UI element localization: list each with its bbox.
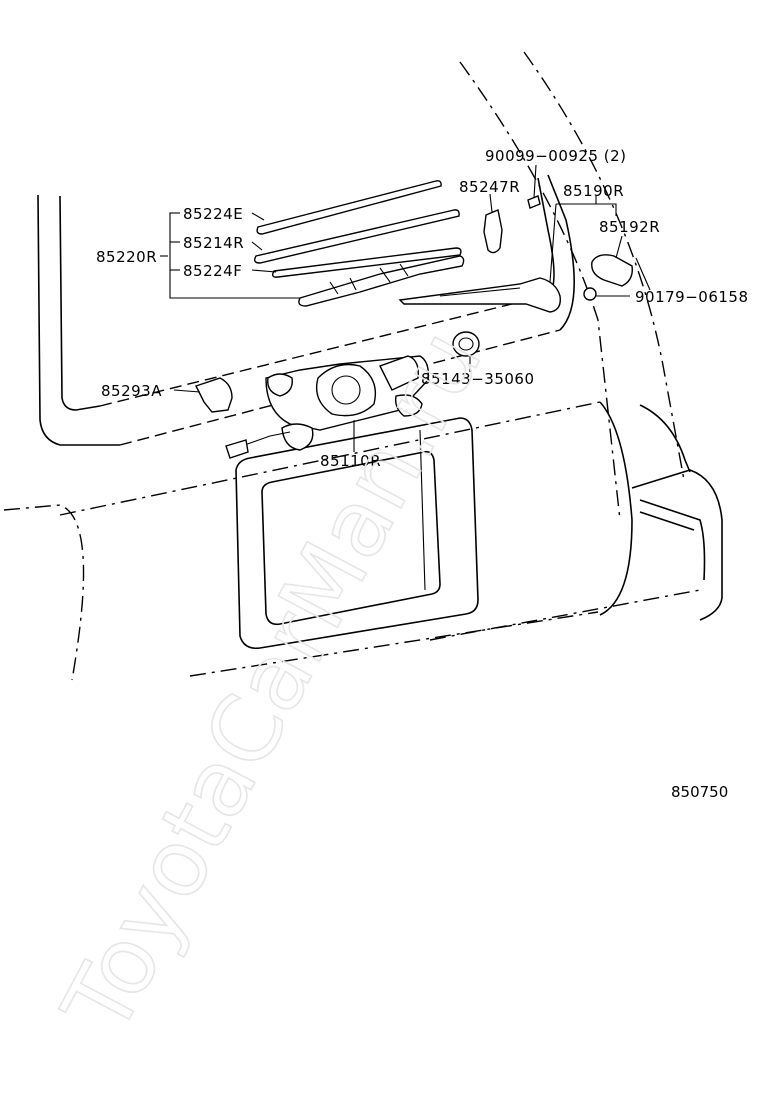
grommet-85143-inner <box>458 337 474 351</box>
leader-85190R-bar <box>556 203 617 216</box>
leader-85224F <box>251 269 277 273</box>
wiper-motor-mount-right <box>394 394 423 417</box>
label-85192R: 85192R <box>599 218 660 236</box>
wiper-motor-assembly <box>225 355 430 459</box>
leader-90099 <box>533 164 537 199</box>
diagram-reference-number: 850750 <box>671 783 728 801</box>
wiper-motor-connector <box>225 439 249 459</box>
wiper-motor-mount-lower <box>281 423 314 451</box>
wiper-rubber-lower <box>271 247 462 278</box>
wiper-frame-clips <box>329 263 409 295</box>
label-85190R: 85190R <box>563 182 624 200</box>
wiper-arm-body <box>398 277 561 313</box>
door-right-edge <box>599 401 633 616</box>
wiper-motor-gear <box>331 375 361 405</box>
label-85214R: 85214R <box>183 234 244 252</box>
rear-bumper-outline <box>631 469 723 621</box>
label-85224F: 85224F <box>183 262 242 280</box>
body-left-panel <box>3 504 85 681</box>
d-pillar-dashed-outer <box>523 51 685 481</box>
wiper-arm-ridge <box>439 287 521 297</box>
leader-85190R <box>549 203 557 283</box>
label-90099-00925: 90099−00925 (2) <box>485 147 627 165</box>
cover-85293A <box>195 377 233 413</box>
leader-lines <box>160 164 651 452</box>
wiper-motor-mount-left <box>267 373 293 397</box>
label-85224E: 85224E <box>183 205 243 223</box>
wiper-blade-frame <box>298 255 465 307</box>
rear-glass-right-edge <box>547 174 575 331</box>
wiper-rubber-upper <box>256 180 442 235</box>
wiper-motor-housing <box>315 363 377 417</box>
door-bottom-dashed <box>189 611 599 677</box>
leader-85293A <box>173 389 201 393</box>
wiper-blade <box>253 209 460 264</box>
door-sill-dashed <box>429 589 701 641</box>
wiper-blade-assembly <box>253 180 465 307</box>
rear-glass-left-edge <box>37 194 120 446</box>
rear-glass-inner-bottom <box>99 294 549 407</box>
rear-glass-inner-left <box>59 195 101 411</box>
label-85293A: 85293A <box>101 382 162 400</box>
leader-85214R <box>251 241 263 251</box>
license-plate-recess-step <box>419 429 426 591</box>
label-85110R: 85110R <box>320 452 381 470</box>
leader-85192R <box>615 235 623 259</box>
license-plate-recess-inner <box>261 450 441 626</box>
bracket-85247R <box>483 209 503 254</box>
label-85143-35060: 85143−35060 <box>421 370 535 388</box>
wiper-motor-cylinder <box>379 355 419 391</box>
label-90179-06158: 90179−06158 <box>635 288 749 306</box>
quarter-panel-edge <box>639 404 691 473</box>
license-plate-recess-outer <box>235 417 479 650</box>
grommet-85143 <box>452 331 480 357</box>
clip-90099 <box>527 195 541 209</box>
bumper-inner-edge <box>639 499 706 581</box>
label-85220R: 85220R <box>96 248 157 266</box>
label-85247R: 85247R <box>459 178 520 196</box>
nut-90179 <box>583 287 597 301</box>
vehicle-body-outline <box>3 51 723 681</box>
leader-85224E <box>251 212 265 221</box>
wiper-arm-cap-85192R <box>591 254 633 287</box>
wiper-arm <box>398 277 561 313</box>
bumper-crease <box>639 511 695 531</box>
part-labels: 90099−00925 (2) 85247R 85190R 85224E 851… <box>96 147 749 470</box>
leader-85247R <box>489 193 493 213</box>
